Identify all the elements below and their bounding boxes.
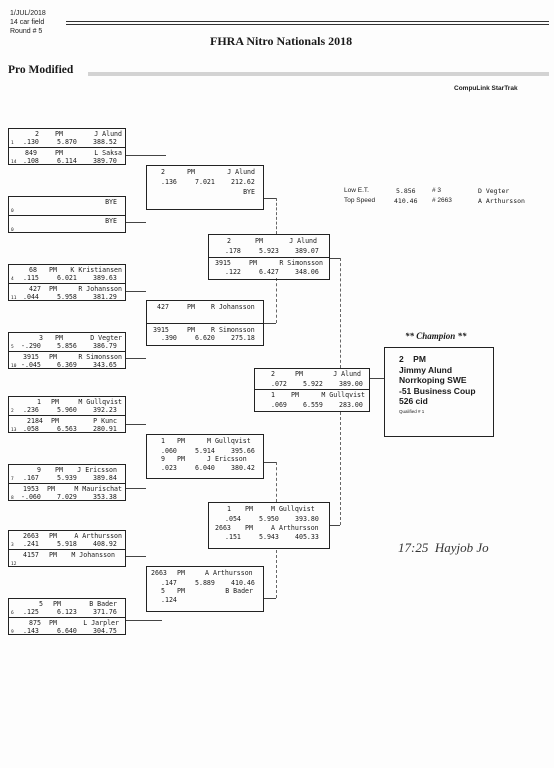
entry-slot: 5 PM B Bader .124 xyxy=(161,587,253,604)
champion-name: Jimmy Alund xyxy=(399,364,453,375)
champion-label: ** Champion ** xyxy=(405,331,467,341)
connector-line xyxy=(126,358,146,359)
top-speed-car: # 2663 xyxy=(432,197,452,204)
connector-line xyxy=(126,488,146,489)
r2-match-4: 2663 PM A Arthursson .147 5.889 410.46 5… xyxy=(146,566,264,612)
connector-line xyxy=(370,378,384,379)
champion-box: 2 PM Jimmy Alund Norrkoping SWE -51 Busi… xyxy=(384,347,494,437)
r2-match-2: 427 PM R Johansson 3915 PM R Simonsson .… xyxy=(146,300,264,346)
champion-car: -51 Business Coup xyxy=(399,385,476,396)
connector-line xyxy=(330,258,340,259)
connector-line xyxy=(126,291,146,292)
r2-match-1: 2 PM J Alund .136 7.021 212.62 BYE xyxy=(146,165,264,210)
entry-slot: 9 PM J Ericsson 7 .167 5.939 389.84 xyxy=(11,466,117,482)
connector-dashed xyxy=(276,198,277,234)
entry-slot: 3915 PM R Simonsson .122 6.427 348.06 xyxy=(209,257,329,279)
entry-slot: 875 PM L Jarpler 9 .143 6.640 304.75 xyxy=(9,617,125,635)
entry-slot: 2 PM J Alund .136 7.021 212.62 xyxy=(161,168,255,186)
connector-dashed xyxy=(276,462,277,502)
low-et-driver: D Vegter xyxy=(478,187,510,195)
entry-slot: 1953 PM M Maurischat 8 -.060 7.029 353.3… xyxy=(9,483,125,501)
entry-slot: BYE 0 xyxy=(11,198,117,214)
entry-slot: 427 PM R Johansson 11 .044 5.958 381.29 xyxy=(9,283,125,301)
low-et-label: Low E.T. xyxy=(344,187,369,194)
connector-line xyxy=(264,198,276,199)
entry-slot: 3 PM D Vegter 5 -.290 5.856 386.79 xyxy=(11,334,122,350)
event-title: FHRA Nitro Nationals 2018 xyxy=(210,34,353,48)
connector-line xyxy=(126,556,146,557)
entry-slot: 3915 PM R Simonsson .390 6.620 275.18 xyxy=(147,323,263,345)
entry-slot: 2663 PM A Arthursson .147 5.889 410.46 xyxy=(151,569,255,587)
r1-match-6: 9 PM J Ericsson 7 .167 5.939 389.84 1953… xyxy=(8,464,126,501)
entry-slot: 68 PM K Kristiansen 4 .115 6.021 389.63 xyxy=(11,266,122,282)
connector-line xyxy=(264,598,276,599)
round-number: Round # 5 xyxy=(10,28,43,35)
connector-line xyxy=(126,424,146,425)
low-et-car: # 3 xyxy=(432,187,442,194)
connector-line xyxy=(330,525,340,526)
top-speed-driver: A Arthursson xyxy=(478,197,525,205)
entry-slot: 1 PM M Gullqvist .069 6.559 283.00 xyxy=(255,389,369,411)
top-speed-value: 410.46 xyxy=(394,197,418,205)
entry-slot: 2184 PM P Kunc 13 .058 6.563 280.91 xyxy=(9,415,125,433)
r1-match-3: 68 PM K Kristiansen 4 .115 6.021 389.63 … xyxy=(8,264,126,301)
entry-slot: 427 PM R Johansson xyxy=(157,303,255,311)
r1-match-4: 3 PM D Vegter 5 -.290 5.856 386.79 3915 … xyxy=(8,332,126,369)
entry-slot: 1 PM M Gullqvist .054 5.950 393.80 xyxy=(225,505,319,523)
entry-slot: 4157 PM M Johansson 12 xyxy=(9,549,125,567)
entry-slot: 9 PM J Ericsson .023 6.040 380.42 xyxy=(161,455,255,472)
brand-label: CompuLink StarTrak xyxy=(454,85,518,92)
r1-match-1: 2 PM J Alund 1 .130 5.870 388.52 849 PM … xyxy=(8,128,126,165)
header-rule xyxy=(66,21,549,22)
r3-match-1: 2 PM J Alund .178 5.923 389.07 3915 PM R… xyxy=(208,234,330,280)
r1-match-2: BYE 0 BYE 0 xyxy=(8,196,126,233)
entry-slot: 2663 PM A Arthursson 3 .241 5.918 408.92 xyxy=(11,532,122,548)
top-speed-label: Top Speed xyxy=(344,197,376,204)
r1-match-8: 5 PM B Bader 6 .125 6.123 371.76 875 PM … xyxy=(8,598,126,635)
field-size: 14 car field xyxy=(10,19,45,26)
low-et-value: 5.856 xyxy=(396,187,416,195)
category-dotted-rule xyxy=(88,72,549,76)
entry-slot: 2663 PM A Arthursson .151 5.943 405.33 xyxy=(215,524,319,541)
champion-car-line: 2 PM xyxy=(399,354,426,364)
connector-line xyxy=(264,462,276,463)
entry-slot: 2 PM J Alund 1 .130 5.870 388.52 xyxy=(11,130,122,146)
connector-dashed xyxy=(340,258,341,368)
r1-match-7: 2663 PM A Arthursson 3 .241 5.918 408.92… xyxy=(8,530,126,567)
connector-line xyxy=(126,620,162,621)
entry-slot: 1 PM M Gullqvist 2 .236 5.960 392.23 xyxy=(11,398,122,414)
header-rule-2 xyxy=(66,24,549,25)
handwritten-signature: 17:25 Hayjob Jo xyxy=(398,540,489,555)
connector-dashed xyxy=(340,412,341,525)
race-date: 1/JUL/2018 xyxy=(10,10,46,17)
category-title: Pro Modified xyxy=(8,64,74,76)
champion-qualified: Qualified # 1 xyxy=(399,408,425,414)
connector-line xyxy=(126,222,146,223)
connector-dashed xyxy=(276,550,277,598)
connector-line xyxy=(126,155,166,156)
entry-slot: 1 PM M Gullqvist .060 5.914 395.66 xyxy=(161,437,255,455)
r1-match-5: 1 PM M Gullqvist 2 .236 5.960 392.23 218… xyxy=(8,396,126,433)
r3-match-2: 1 PM M Gullqvist .054 5.950 393.80 2663 … xyxy=(208,502,330,549)
entry-slot: 2 PM J Alund .072 5.922 389.00 xyxy=(271,370,363,388)
entry-slot: BYE xyxy=(243,188,255,196)
final-match: 2 PM J Alund .072 5.922 389.00 1 PM M Gu… xyxy=(254,368,370,412)
entry-slot: BYE 0 xyxy=(9,215,125,233)
connector-dashed xyxy=(276,278,277,323)
r2-match-3: 1 PM M Gullqvist .060 5.914 395.66 9 PM … xyxy=(146,434,264,479)
entry-slot: 849 PM L Saksa 14 .108 6.114 389.70 xyxy=(9,147,125,165)
entry-slot: 2 PM J Alund .178 5.923 389.07 xyxy=(225,237,319,255)
entry-slot: 3915 PM R Simonsson 10 -.045 6.369 343.6… xyxy=(9,351,125,369)
connector-line xyxy=(264,323,276,324)
entry-slot: 5 PM B Bader 6 .125 6.123 371.76 xyxy=(11,600,117,616)
champion-engine: 526 cid xyxy=(399,396,428,406)
champion-town: Norrkoping SWE xyxy=(399,375,467,385)
